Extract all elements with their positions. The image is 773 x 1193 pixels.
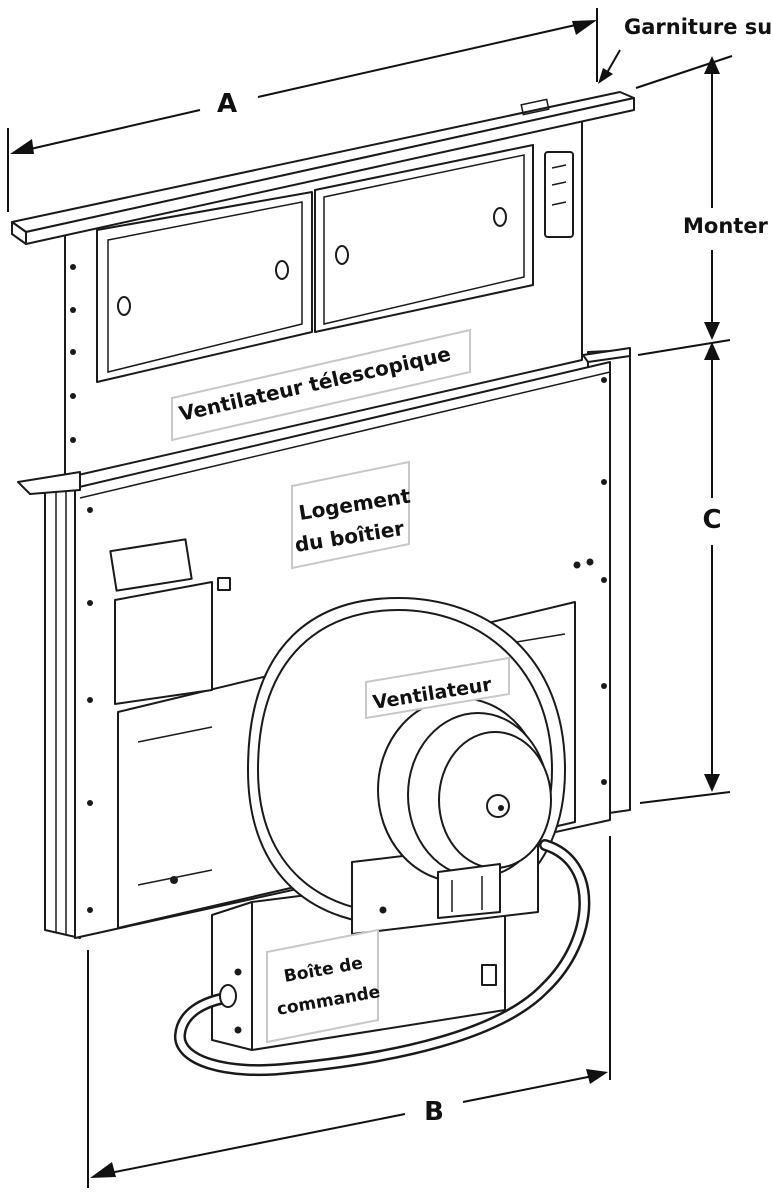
power-cable: [174, 839, 591, 1077]
label-fan: Ventilateur: [365, 656, 510, 720]
label-control-box: Boîte de commande: [266, 928, 382, 1044]
dimension-a: A: [7, 8, 598, 212]
dimension-c-label: C: [702, 505, 721, 535]
dimension-c: C: [639, 342, 731, 804]
top-trim-label: Garniture sup: [624, 15, 773, 39]
side-switch: [544, 151, 574, 238]
top-trim-bar: [11, 91, 635, 245]
dimension-b-label: B: [424, 1097, 444, 1127]
dimension-a-label: A: [217, 89, 237, 119]
upper-panel-right: [314, 144, 534, 333]
dimension-lift: Monter: [635, 55, 769, 356]
fan-motor: [377, 697, 552, 919]
top-trim-callout: Garniture sup: [598, 15, 773, 84]
dimension-b: B: [87, 836, 611, 1188]
label-housing: Logement du boîtier: [291, 460, 412, 570]
lift-label: Monter: [683, 214, 769, 238]
motor-connector: [437, 863, 501, 919]
